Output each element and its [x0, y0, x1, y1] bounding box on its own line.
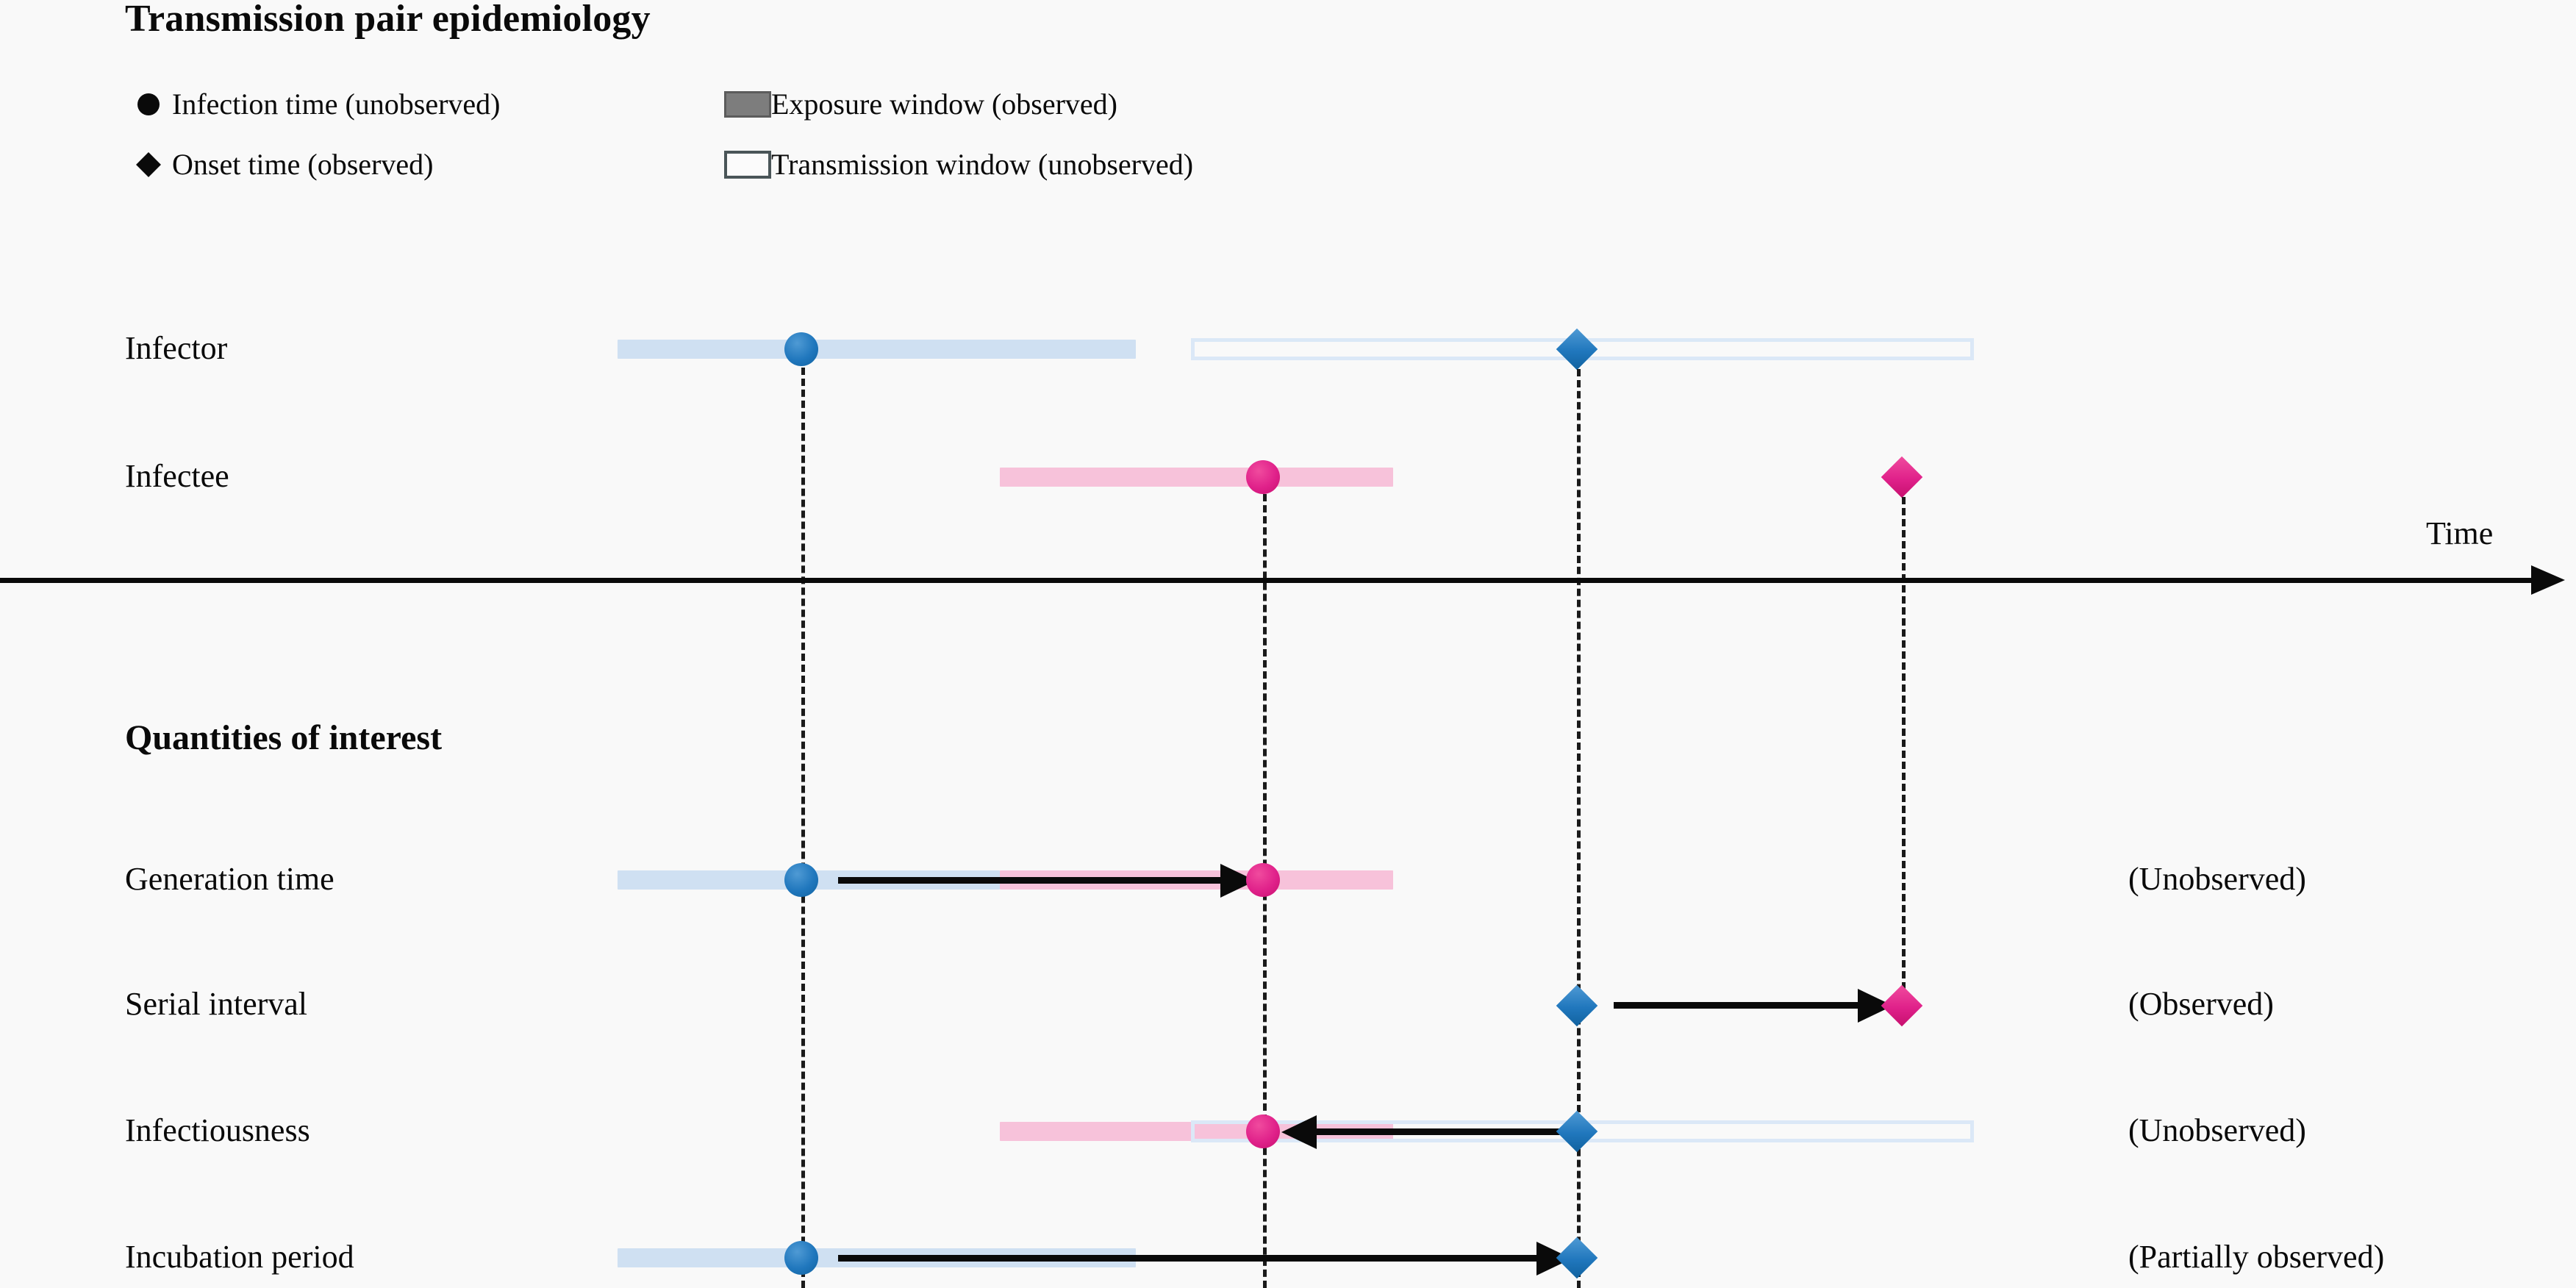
generation-time-end-marker [1246, 863, 1280, 897]
legend-label: Onset time (observed) [172, 148, 434, 181]
quantity-row-label-infectiousness: Infectiousness [125, 1112, 310, 1148]
filled-circle-icon [125, 93, 172, 115]
quantity-row-label-incubation-period: Incubation period [125, 1239, 354, 1275]
generation-time-arrow-line [838, 877, 1228, 884]
quantity-row-label-generation-time: Generation time [125, 861, 334, 897]
timeline-row-label-infector: Infector [125, 330, 228, 366]
legend-item-onset-time: Onset time (observed) [125, 150, 433, 179]
infector-infection-time-marker [784, 332, 818, 366]
quantities-section-title: Quantities of interest [125, 718, 443, 757]
page-title: Transmission pair epidemiology [125, 0, 651, 40]
legend-item-exposure-window: Exposure window (observed) [724, 90, 1117, 119]
filled-diamond-icon [125, 152, 172, 177]
serial-interval-arrow-line [1614, 1002, 1864, 1009]
infectiousness-arrowhead-icon [1281, 1115, 1317, 1149]
open-rectangle-icon [724, 151, 771, 179]
infectiousness-end-marker [1246, 1115, 1280, 1148]
generation-time-start-marker [784, 863, 818, 897]
quantity-row-label-serial-interval: Serial interval [125, 986, 308, 1022]
infectiousness-arrow-line [1316, 1128, 1577, 1135]
serial-interval-start-marker [1556, 984, 1598, 1027]
incubation-period-arrow-line [838, 1255, 1544, 1262]
quantity-note-incubation-period: (Partially observed) [2128, 1239, 2385, 1275]
quantity-note-generation-time: (Unobserved) [2128, 861, 2306, 897]
guide-line-infector-infection [801, 368, 805, 1288]
legend-item-infection-time: Infection time (unobserved) [125, 90, 501, 119]
legend-label: Exposure window (observed) [771, 87, 1117, 121]
infector-exposure-window-bar [618, 340, 1136, 359]
infectee-onset-time-marker [1881, 456, 1923, 498]
legend-label: Infection time (unobserved) [172, 87, 501, 121]
guide-line-infectee-onset [1902, 497, 1906, 1012]
infector-onset-time-marker [1556, 328, 1598, 371]
quantity-note-serial-interval: (Observed) [2128, 986, 2274, 1022]
time-axis-label: Time [2426, 515, 2494, 551]
infectiousness-start-marker [1556, 1110, 1598, 1153]
legend-item-transmission-window: Transmission window (unobserved) [724, 150, 1193, 179]
legend-label: Transmission window (unobserved) [771, 148, 1194, 181]
quantity-note-infectiousness: (Unobserved) [2128, 1112, 2306, 1148]
guide-line-infector-onset [1577, 369, 1581, 1288]
time-axis-arrowhead-icon [2531, 565, 2565, 595]
time-axis-line [0, 578, 2533, 583]
infectee-exposure-window-bar [1000, 468, 1393, 487]
filled-rectangle-icon [724, 91, 771, 118]
infectee-infection-time-marker [1246, 460, 1280, 494]
timeline-row-label-infectee: Infectee [125, 458, 229, 494]
incubation-period-start-marker [784, 1241, 818, 1275]
